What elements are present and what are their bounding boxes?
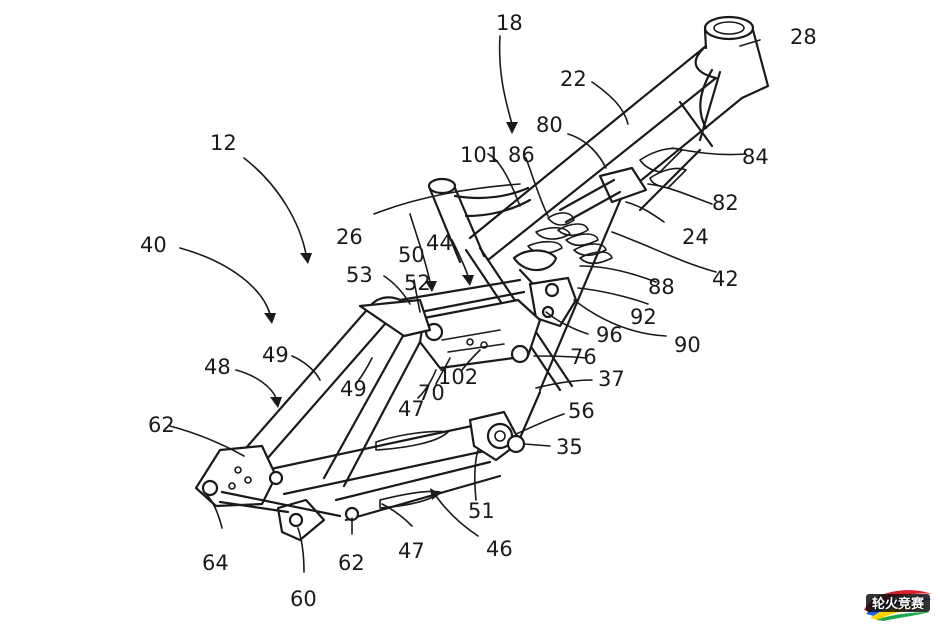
ref-label: 84	[742, 145, 769, 169]
ref-label: 49	[340, 377, 367, 401]
ref-label: 49	[262, 343, 289, 367]
ref-label: 52	[404, 271, 431, 295]
ref-label: 86	[508, 143, 535, 167]
ref-label: 60	[290, 587, 317, 611]
ref-label: 96	[596, 323, 623, 347]
reference-labels: 12 18 22 24 26 28 35 37 40 42 44 46 47 4…	[140, 11, 817, 611]
ref-label: 101	[460, 143, 500, 167]
ref-label: 102	[438, 365, 478, 389]
ref-label: 62	[148, 413, 175, 437]
ref-label: 47	[398, 539, 425, 563]
head-tube	[703, 15, 770, 100]
ref-label: 64	[202, 551, 229, 575]
ref-label: 22	[560, 67, 587, 91]
ref-label: 46	[486, 537, 513, 561]
ref-label: 56	[568, 399, 595, 423]
ref-label: 53	[346, 263, 373, 287]
ref-label: 28	[790, 25, 817, 49]
top-tube	[468, 44, 718, 262]
seat-stays	[244, 296, 432, 488]
ref-label: 50	[398, 243, 425, 267]
ref-label: 62	[338, 551, 365, 575]
ref-label: 47	[398, 397, 425, 421]
ref-label: 88	[648, 275, 675, 299]
upper-stay-link	[398, 278, 526, 316]
lower-link	[468, 390, 542, 462]
ref-label: 80	[536, 113, 563, 137]
ref-label: 44	[426, 231, 453, 255]
ref-label: 24	[682, 225, 709, 249]
leader-lines	[169, 35, 761, 573]
ref-label: 35	[556, 435, 583, 459]
rear-dropout	[194, 444, 360, 542]
bottom-bracket	[506, 434, 526, 454]
ref-label: 12	[210, 131, 237, 155]
logo-text: 轮火竞赛	[871, 597, 924, 612]
ref-label: 40	[140, 233, 167, 257]
ref-label: 18	[496, 11, 523, 35]
watermark-logo: 轮火竞赛	[860, 584, 936, 622]
shock-link	[528, 276, 578, 328]
ref-label: 26	[336, 225, 363, 249]
ref-label: 48	[204, 355, 231, 379]
rocker-link	[418, 298, 542, 370]
ref-label: 70	[418, 381, 445, 405]
rear-shock	[512, 166, 648, 302]
ref-label: 37	[598, 367, 625, 391]
ref-label: 90	[674, 333, 701, 357]
seat-tube	[427, 177, 532, 264]
ref-label: 92	[630, 305, 657, 329]
ref-label: 51	[468, 499, 495, 523]
down-tube	[538, 68, 744, 392]
ref-label: 42	[712, 267, 739, 291]
chain-stays	[264, 418, 510, 522]
ref-label: 76	[570, 345, 597, 369]
logo-swirl-icon	[864, 590, 932, 621]
ref-label: 82	[712, 191, 739, 215]
